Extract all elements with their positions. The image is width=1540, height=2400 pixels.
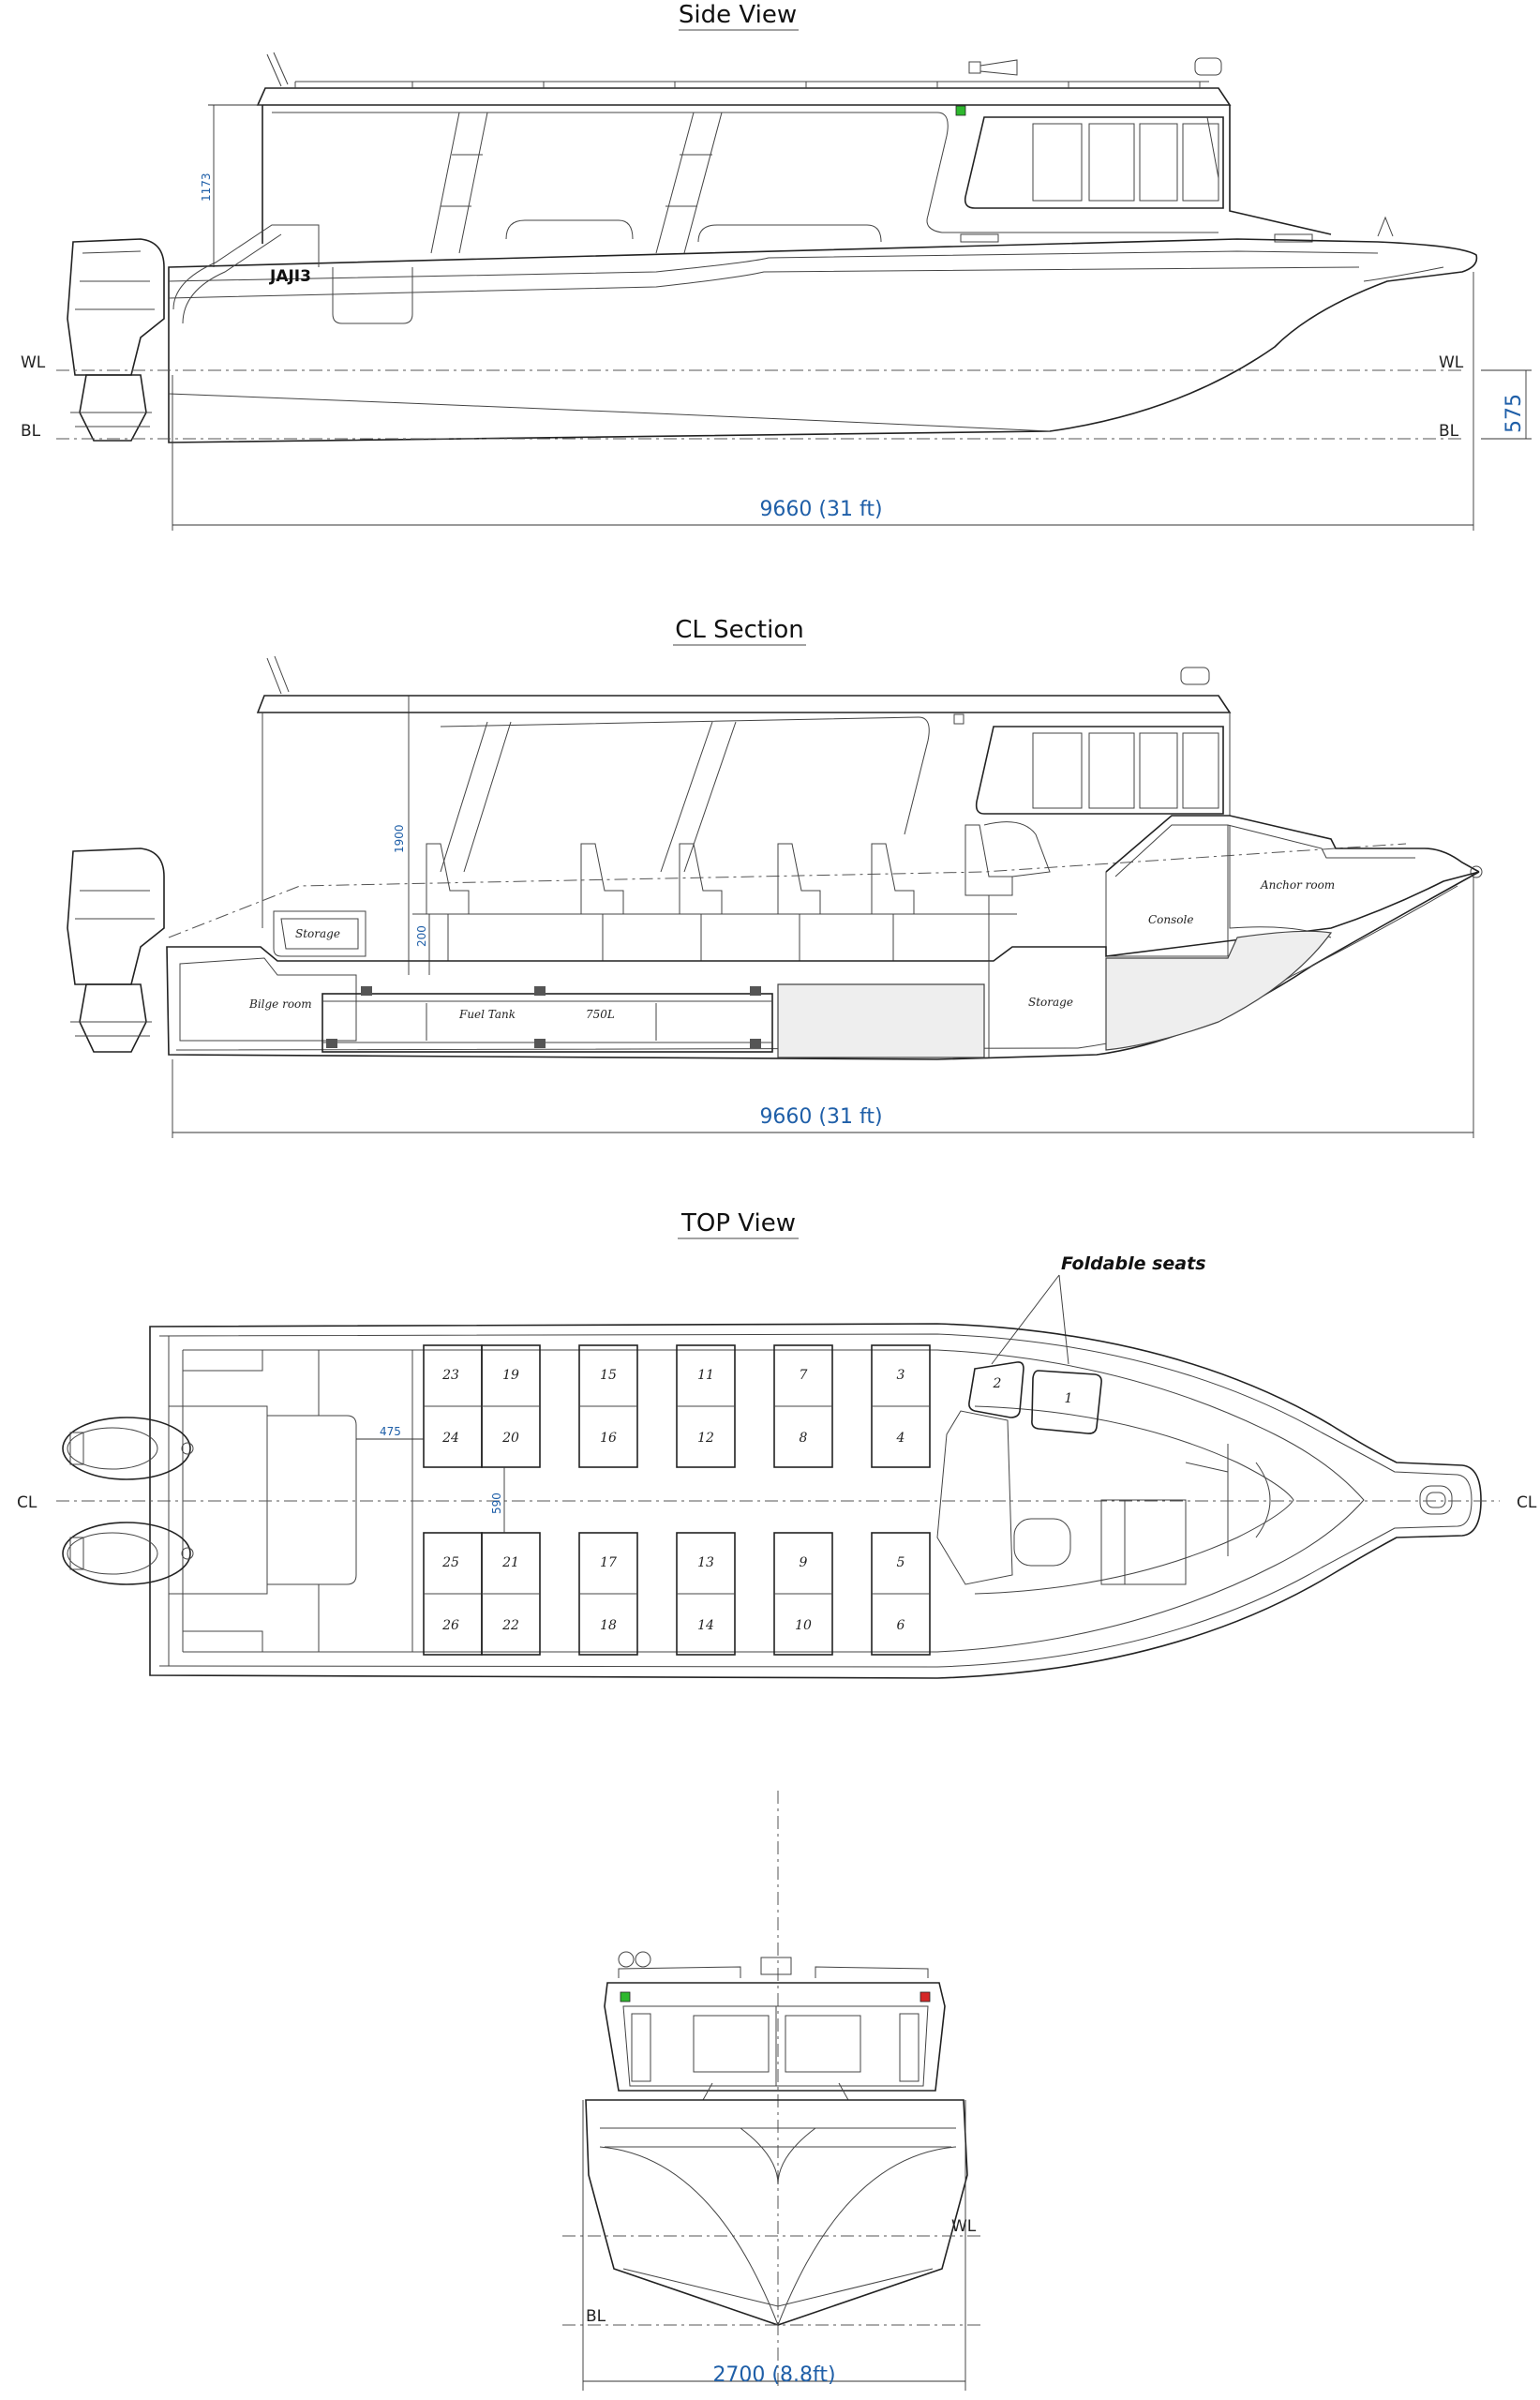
seat-number: 15 [600,1368,617,1383]
seat-number: 11 [697,1368,714,1383]
section-cabin-roof [256,695,1232,713]
seat-number: 13 [697,1555,714,1570]
radar-icon [1194,57,1222,76]
fuel-capacity-label: 750L [586,1008,615,1021]
seat-number: 25 [441,1555,459,1570]
searchlight-icon [618,1951,635,1968]
storage-fwd-label: Storage [1028,996,1073,1009]
beam-dimension: 2700 (8.8ft) [712,2363,835,2387]
cl-label-right: CL [1517,1493,1537,1512]
side-wl-label-right: WL [1439,353,1464,372]
side-hull [168,238,1478,443]
cl-label-left: CL [17,1493,37,1512]
seat-number: 23 [441,1368,459,1383]
section-seats [412,821,1051,961]
front-view: WL BL 2700 (8.8ft) [562,1791,984,2391]
seat-number: 21 [501,1555,519,1570]
top-outboard-port [62,1417,194,1480]
anchor-room-label: Anchor room [1260,878,1335,892]
seat-number: 5 [897,1555,905,1570]
seat-number: 24 [441,1431,459,1446]
draft-dimension: 575 [1503,394,1526,433]
foam-fill-bow [1105,930,1333,1051]
bow-cleat-icon [1377,216,1394,237]
seat-number: 17 [600,1555,617,1570]
seat-number: 14 [697,1618,714,1633]
seat-number: 10 [795,1618,812,1633]
side-view: Side View [21,1,1532,531]
seat-number: 26 [441,1618,459,1633]
foam-fill-mid [777,983,985,1058]
seat-number: 6 [897,1618,905,1633]
fuel-tank [321,993,773,1053]
side-length-dimension: 9660 (31 ft) [759,498,882,521]
top-outboard-starboard [62,1522,194,1585]
aisle-dimension: 475 [380,1425,401,1438]
seat-number: 20 [501,1431,519,1446]
section-floor-dimension: 200 [415,925,428,947]
seat-number: 4 [896,1431,905,1446]
seat-number: 3 [897,1368,905,1383]
seat-number: 18 [600,1618,617,1633]
side-view-title: Side View [679,1,797,29]
registration-number: JAJI3 [269,267,311,286]
side-wl-label-left: WL [21,353,46,372]
seat-number: 19 [502,1368,519,1383]
cabin-height-dimension: 1173 [200,172,213,202]
fuel-tank-label: Fuel Tank [458,1008,516,1021]
side-cabin [262,105,1332,244]
foldable-seats-label: Foldable seats [1061,1253,1206,1274]
starboard-light-icon [955,105,966,116]
section-outboard-motor [67,848,165,985]
side-bl-label-left: BL [21,422,41,441]
seat-number: 2 [993,1376,1002,1391]
section-height-dimension: 1900 [393,824,406,853]
starboard-light-front-icon [620,1991,631,2002]
front-cabin [604,1982,946,2092]
front-wl-label: WL [951,2217,977,2236]
console-label: Console [1148,913,1193,926]
seat-number: 9 [800,1555,808,1570]
cl-section-title: CL Section [675,616,804,644]
seat-number: 22 [501,1618,519,1633]
side-cabin-roof [256,87,1232,106]
seat-grid: 23 24 19 20 15 16 11 12 7 8 3 4 25 26 21… [423,1344,931,1656]
seat-number: 1 [1065,1391,1073,1406]
side-bl-label-right: BL [1439,422,1459,441]
cl-section: CL Section [67,616,1483,1138]
storage-aft-label: Storage [295,927,340,940]
seat-number: 16 [600,1431,617,1446]
top-hull-outline [149,1323,1482,1679]
seat-number: 12 [697,1431,714,1446]
front-bl-label: BL [586,2307,606,2326]
seat-spacing-dimension: 590 [490,1492,503,1514]
side-outboard-motor [67,238,165,376]
seat-number: 8 [800,1431,808,1446]
port-light-front-icon [920,1991,931,2002]
helm-seat [1013,1518,1071,1567]
horn-icon [968,61,981,74]
top-view-title: TOP View [680,1209,796,1238]
foldable-seats: 2 1 [968,1361,1102,1434]
radar-front-icon [760,1957,792,1975]
seat-number: 7 [800,1368,808,1383]
section-length-dimension: 9660 (31 ft) [759,1105,882,1129]
top-view: TOP View Foldable seats CL CL [17,1209,1537,1679]
bilge-room-label: Bilge room [248,998,312,1011]
front-hull [585,2099,968,2326]
